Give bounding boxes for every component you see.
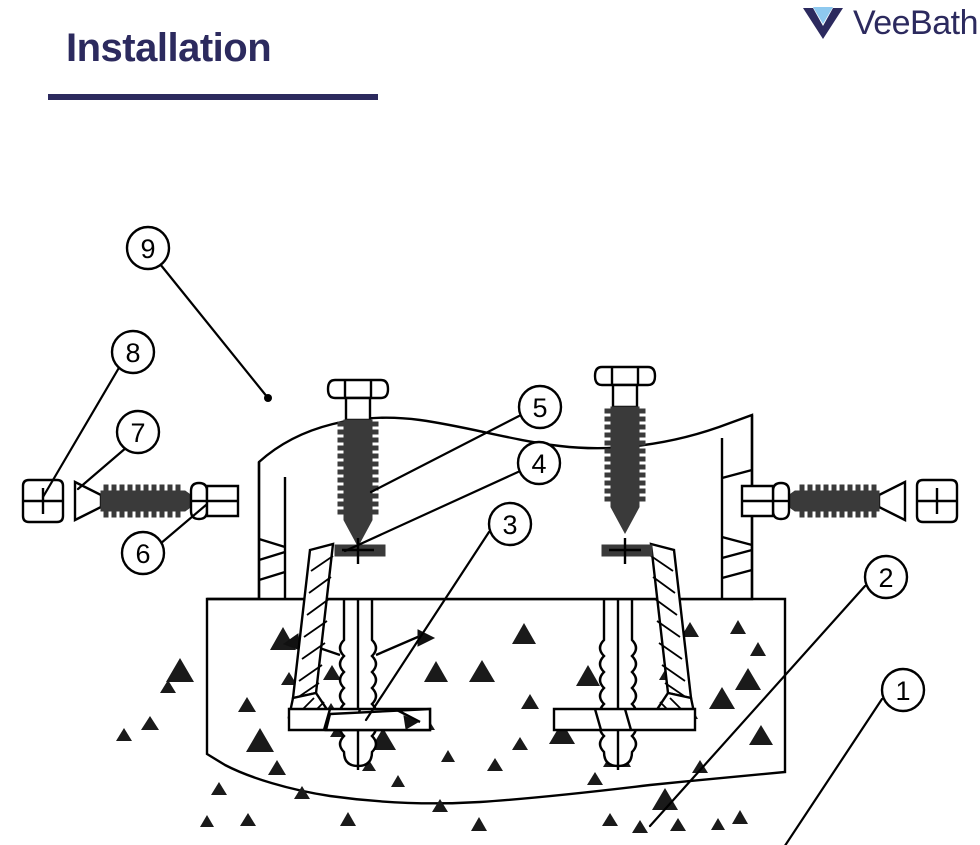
callout-4-label: 4: [531, 449, 546, 479]
title-underline-bar: [48, 94, 378, 100]
base-flange: [287, 707, 697, 732]
brand-logo: VeeBath: [801, 2, 980, 44]
callout-8[interactable]: 8: [110, 329, 156, 375]
veebath-chevron-logo-icon: [802, 7, 843, 39]
expansion-anchor-right: [598, 597, 638, 770]
vertical-bolt-left: [326, 378, 390, 548]
callout-6-label: 6: [135, 539, 150, 569]
callout-7-label: 7: [130, 418, 145, 448]
callout-5[interactable]: 5: [517, 384, 563, 430]
callout-leader-lines: [41, 262, 884, 845]
callout-2[interactable]: 2: [863, 554, 909, 600]
callout-3-label: 3: [502, 510, 517, 540]
callout-6[interactable]: 6: [120, 530, 166, 576]
callout-5-label: 5: [532, 393, 547, 423]
installation-diagram-svg: 9 8 7 6 5 4 3 2 1: [21, 225, 959, 845]
horizontal-fastener-left: [21, 478, 240, 524]
page-header: Installation VeeBath: [0, 0, 980, 120]
callout-8-label: 8: [125, 338, 140, 368]
callout-1[interactable]: 1: [880, 667, 926, 713]
vertical-bolt-right: [593, 365, 657, 535]
callout-9[interactable]: 9: [125, 225, 171, 271]
callout-4[interactable]: 4: [516, 440, 562, 486]
callout-2-label: 2: [878, 563, 893, 593]
page-title: Installation: [66, 26, 272, 70]
brand-name: VeeBath: [852, 4, 979, 42]
callout-1-label: 1: [895, 676, 910, 706]
flat-washer-right: [601, 538, 653, 564]
callout-7[interactable]: 7: [115, 409, 161, 455]
callout-9-label: 9: [140, 234, 155, 264]
installation-diagram: 9 8 7 6 5 4 3 2 1: [0, 120, 980, 845]
callout-3[interactable]: 3: [487, 501, 533, 547]
horizontal-fastener-right: [740, 478, 959, 524]
